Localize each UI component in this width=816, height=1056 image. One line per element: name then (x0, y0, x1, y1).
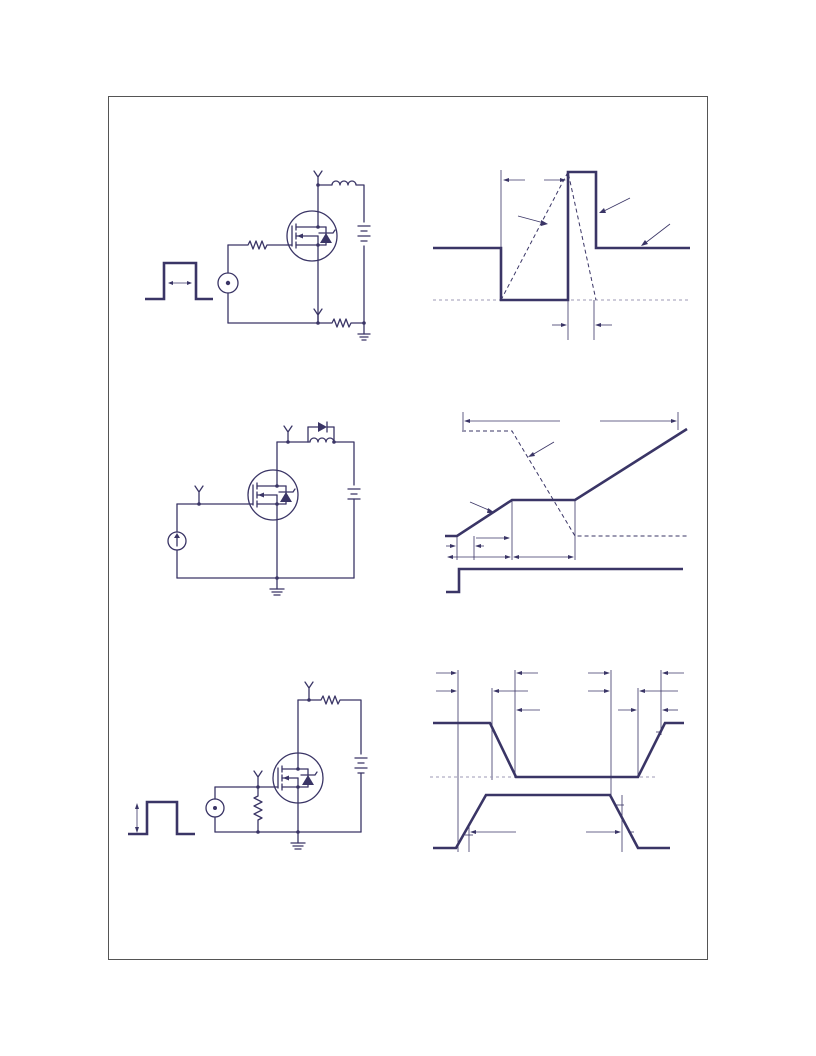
load-resistor (297, 695, 362, 755)
source-return-path (227, 308, 323, 325)
supply-battery (354, 757, 368, 833)
supply-pointer (643, 223, 671, 245)
gate-charge-test-circuit (167, 421, 361, 596)
gate-shunt-resistor (253, 786, 263, 833)
drain-voltage-trace (462, 430, 688, 537)
ground-symbol (357, 322, 371, 341)
drain-terminal-symbol (276, 425, 309, 444)
drain-voltage-trace (433, 721, 684, 779)
load-inductor (317, 180, 365, 223)
ground-return (214, 830, 362, 850)
pulse-source-symbol (217, 244, 239, 324)
gate-pointer (469, 501, 492, 512)
freewheel-diode (307, 421, 335, 443)
mosfet-symbol (247, 441, 299, 579)
ground-return (176, 576, 355, 596)
drain-current-trace (500, 170, 597, 301)
sense-resistor (317, 318, 366, 328)
supply-battery (347, 488, 361, 579)
current-source-symbol (167, 503, 187, 579)
current-pointer (517, 215, 545, 224)
drain-pointer (531, 441, 555, 456)
gate-pulse-waveform (128, 800, 195, 836)
gate-charge-waveforms (445, 412, 688, 594)
pulse-source-symbol (205, 786, 225, 833)
gate-voltage-trace (433, 793, 670, 850)
gate-terminal-symbol (176, 485, 249, 506)
unclamped-inductive-test-circuit (145, 170, 371, 341)
page-frame (108, 96, 708, 960)
drain-voltage-trace (433, 170, 690, 302)
switching-time-waveforms (430, 670, 684, 852)
mosfet-symbol (286, 184, 338, 324)
supply-battery (357, 225, 371, 324)
peak-pointer (601, 197, 631, 213)
load-inductor (307, 437, 355, 486)
gate-drive-step (446, 567, 683, 594)
switching-time-test-circuit (128, 681, 368, 850)
gate-node (214, 770, 276, 789)
gate-pulse-waveform (145, 261, 213, 301)
mosfet-symbol (272, 699, 324, 833)
drain-terminal-symbol (304, 681, 314, 702)
gate-resistor (227, 240, 288, 250)
gate-voltage-trace (445, 427, 688, 538)
unclamped-inductive-waveforms (433, 170, 690, 340)
